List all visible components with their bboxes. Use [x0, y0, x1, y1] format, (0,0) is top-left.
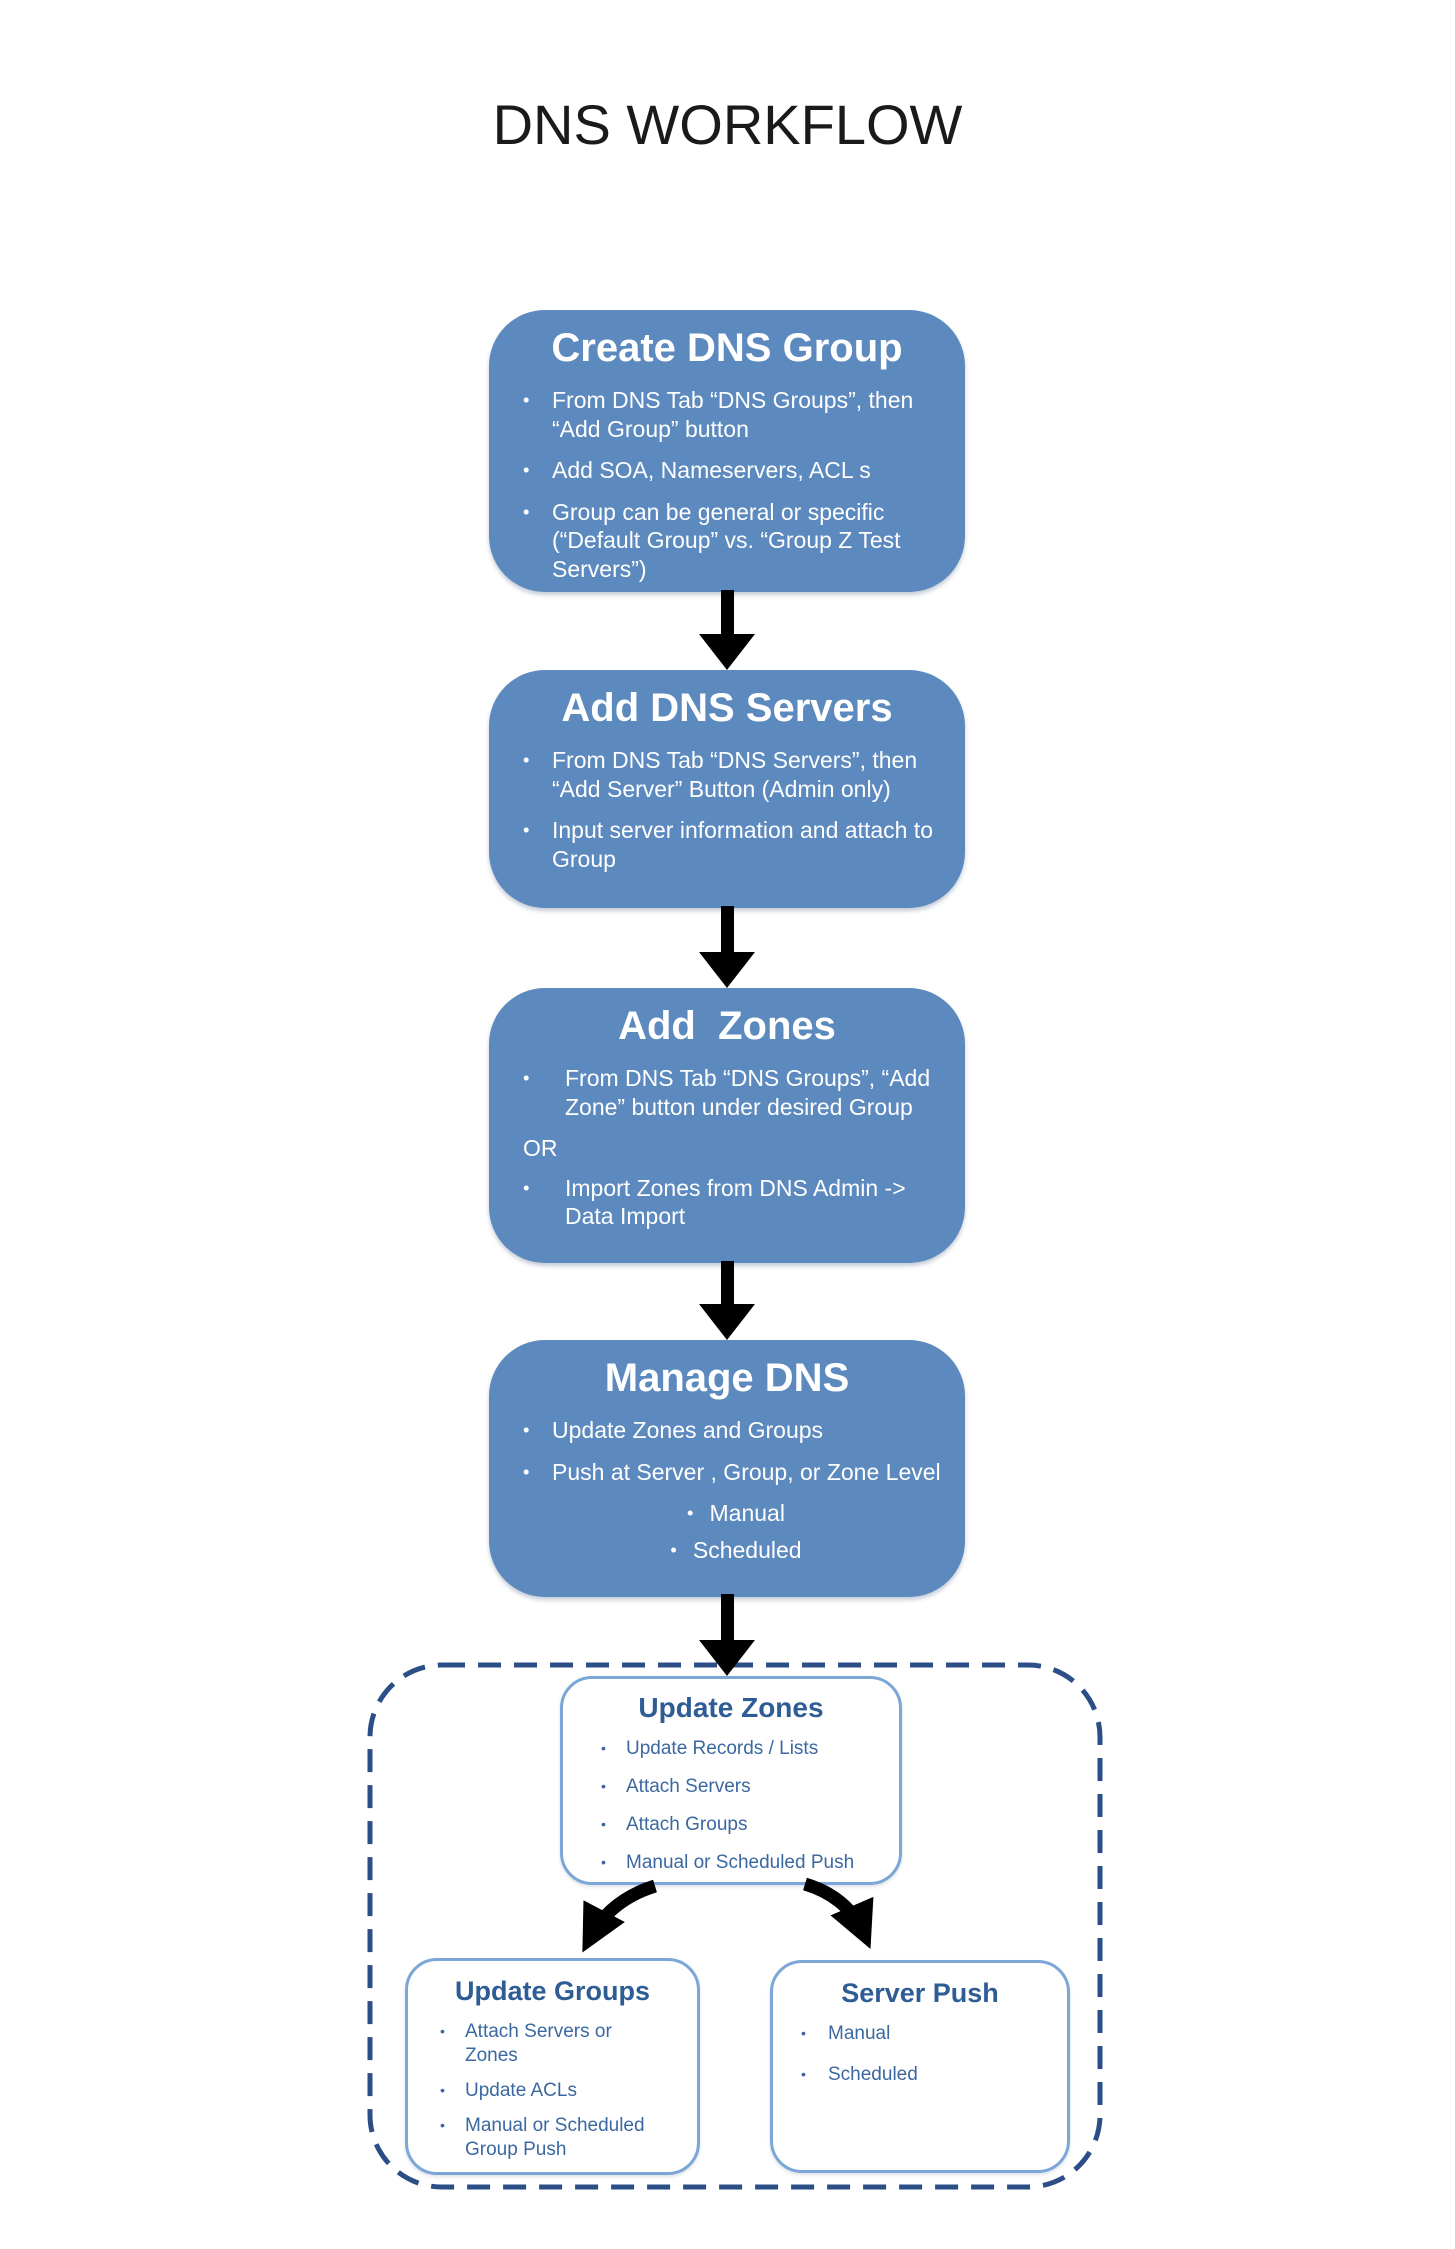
bullet-marker: • — [440, 2082, 445, 2099]
item-text: Manual or Scheduled Push — [626, 1851, 855, 1873]
bullet-item: • Input server information and attach to … — [523, 816, 943, 873]
detail-box-heading: Update Groups — [454, 1976, 650, 2006]
bullet-item: • From DNS Tab “DNS Servers”, then “Add S… — [523, 746, 943, 803]
bullet-marker: • — [523, 459, 530, 481]
item-text: Scheduled — [692, 1536, 802, 1563]
bullet-item: • From DNS Tab “DNS Groups”, “Add Zone” b… — [523, 1064, 943, 1121]
bullet-item: • Manual or Scheduled Push — [601, 1851, 885, 1875]
arrow-head — [699, 952, 755, 988]
flow-box-heading: Create DNS Group — [551, 326, 903, 370]
bullet-item: • Group can be general or specific (“Defa… — [523, 498, 943, 584]
bullet-marker: • — [801, 2026, 806, 2042]
arrow-head — [699, 634, 755, 670]
item-text: From DNS Tab “DNS Groups”, “Add Zone” bu… — [565, 1065, 937, 1120]
item-text: Input server information and attach to G… — [552, 817, 940, 872]
detail-box-heading: Server Push — [841, 1978, 999, 2008]
bullet-marker: • — [523, 749, 530, 770]
item-text: Update Zones and Groups — [552, 1417, 824, 1443]
bullet-marker: • — [523, 819, 530, 841]
flow-box-bullet-list: • Update Zones and Groups • Push at Server … — [489, 1416, 965, 1564]
bullet-marker: • — [440, 2117, 445, 2134]
flow-box-bullet-list: • From DNS Tab “DNS Servers”, then “Add S… — [489, 746, 965, 873]
arrow-shaft — [720, 1594, 734, 1640]
item-text: Update Records / Lists — [626, 1738, 819, 1759]
item-text: Attach Servers or Zones — [465, 2021, 618, 2066]
bullet-marker: • — [601, 1816, 606, 1833]
bullet-item: • Push at Server , Group, or Zone Level — [523, 1458, 949, 1487]
curved-arrow-left-icon — [582, 1879, 658, 1953]
detail-box-bullet-list: • Update Records / Lists • Attach Servers • A… — [563, 1737, 899, 1875]
detail-box-server-push: Server Push • Manual • Scheduled — [770, 1960, 1070, 2173]
flow-box-bullet-list: • From DNS Tab “DNS Groups”, then “Add Gr… — [489, 386, 965, 583]
flow-box-add-dns-servers: Add DNS Servers • From DNS Tab “DNS Serve… — [489, 670, 965, 908]
arrow-head — [699, 1640, 755, 1676]
flow-box-heading: Add DNS Servers — [561, 686, 893, 730]
bullet-marker: • — [523, 389, 530, 410]
bullet-marker: • — [440, 2024, 445, 2040]
bullet-marker: • — [523, 500, 530, 522]
bullet-item: • Add SOA, Nameservers, ACL s — [523, 456, 943, 485]
curved-arrow-right-icon — [802, 1877, 874, 1950]
bullet-marker: • — [601, 1854, 606, 1871]
bullet-item: • Attach Servers — [601, 1775, 885, 1799]
bullet-marker: • — [523, 1067, 530, 1088]
bullet-item: • Attach Servers or Zones — [440, 2020, 655, 2068]
item-text: Add SOA, Nameservers, ACL s — [552, 457, 871, 484]
arrow-shaft — [720, 1261, 734, 1304]
bullet-marker: • — [523, 1419, 530, 1440]
item-text: Attach Servers — [626, 1775, 751, 1797]
bullet-item: • Update Zones and Groups — [523, 1416, 949, 1445]
item-text: Attach Groups — [626, 1813, 748, 1835]
arrow-shaft — [720, 906, 734, 952]
flow-box-add-zones: Add Zones • From DNS Tab “DNS Groups”, “A… — [489, 988, 965, 1263]
flow-box-create-dns-group: Create DNS Group • From DNS Tab “DNS Grou… — [489, 310, 965, 592]
detail-box-bullet-list: • Attach Servers or Zones • Update ACLs • Man… — [408, 2020, 697, 2162]
page-title: DNS WORKFLOW — [492, 93, 963, 156]
item-text: Import Zones from DNS Admin -> Data Impo… — [565, 1174, 913, 1230]
detail-box-update-groups: Update Groups • Attach Servers or Zones • U… — [405, 1958, 700, 2175]
item-text: OR — [523, 1135, 558, 1162]
bullet-item: • Scheduled — [523, 1536, 949, 1565]
bullet-item: • Update Records / Lists — [601, 1737, 885, 1761]
flow-box-heading: Manage DNS — [604, 1356, 850, 1400]
item-text: Push at Server , Group, or Zone Level — [552, 1458, 941, 1485]
item-text: From DNS Tab “DNS Servers”, then “Add Se… — [552, 747, 924, 802]
bullet-marker: • — [523, 1176, 530, 1198]
bullet-marker: • — [523, 1460, 530, 1482]
bullet-item: • Manual — [801, 2022, 1053, 2046]
arrow-head — [699, 1304, 755, 1340]
bullet-item: • Manual — [523, 1499, 949, 1528]
flow-box-bullet-list: • From DNS Tab “DNS Groups”, “Add Zone” b… — [489, 1064, 965, 1231]
arrow-shaft — [720, 590, 734, 634]
bullet-marker: • — [601, 1741, 606, 1757]
bullet-item: • Import Zones from DNS Admin -> Data Imp… — [523, 1174, 943, 1231]
item-text: Scheduled — [828, 2063, 918, 2085]
down-arrow-icon — [699, 906, 755, 988]
item-text: Group can be general or specific (“Defau… — [552, 498, 907, 582]
down-arrow-icon — [699, 1261, 755, 1340]
bullet-marker: • — [601, 1778, 606, 1795]
flow-box-heading: Add Zones — [618, 1004, 836, 1048]
bullet-marker: • — [670, 1538, 677, 1560]
bullet-item: • Manual or Scheduled Group Push — [440, 2114, 655, 2162]
detail-box-bullet-list: • Manual • Scheduled — [773, 2022, 1067, 2087]
bullet-item: • Update ACLs — [440, 2079, 655, 2103]
bullet-marker: • — [801, 2066, 806, 2083]
plain-text-line: OR — [523, 1134, 943, 1163]
item-text: Manual or Scheduled Group Push — [465, 2114, 650, 2160]
item-text: From DNS Tab “DNS Groups”, then “Add Gro… — [552, 387, 920, 442]
down-arrow-icon — [699, 1594, 755, 1676]
flow-box-manage-dns: Manage DNS • Update Zones and Groups • Push… — [489, 1340, 965, 1597]
detail-box-heading: Update Zones — [638, 1692, 824, 1723]
item-text: Manual — [828, 2023, 891, 2044]
bullet-marker: • — [687, 1502, 694, 1524]
item-text: Update ACLs — [465, 2079, 577, 2101]
bullet-item: • Attach Groups — [601, 1813, 885, 1837]
bullet-item: • From DNS Tab “DNS Groups”, then “Add Gr… — [523, 386, 943, 443]
down-arrow-icon — [699, 590, 755, 670]
item-text: Manual — [709, 1500, 785, 1527]
bullet-item: • Scheduled — [801, 2063, 1053, 2087]
detail-box-update-zones: Update Zones • Update Records / Lists • Att… — [560, 1676, 902, 1885]
